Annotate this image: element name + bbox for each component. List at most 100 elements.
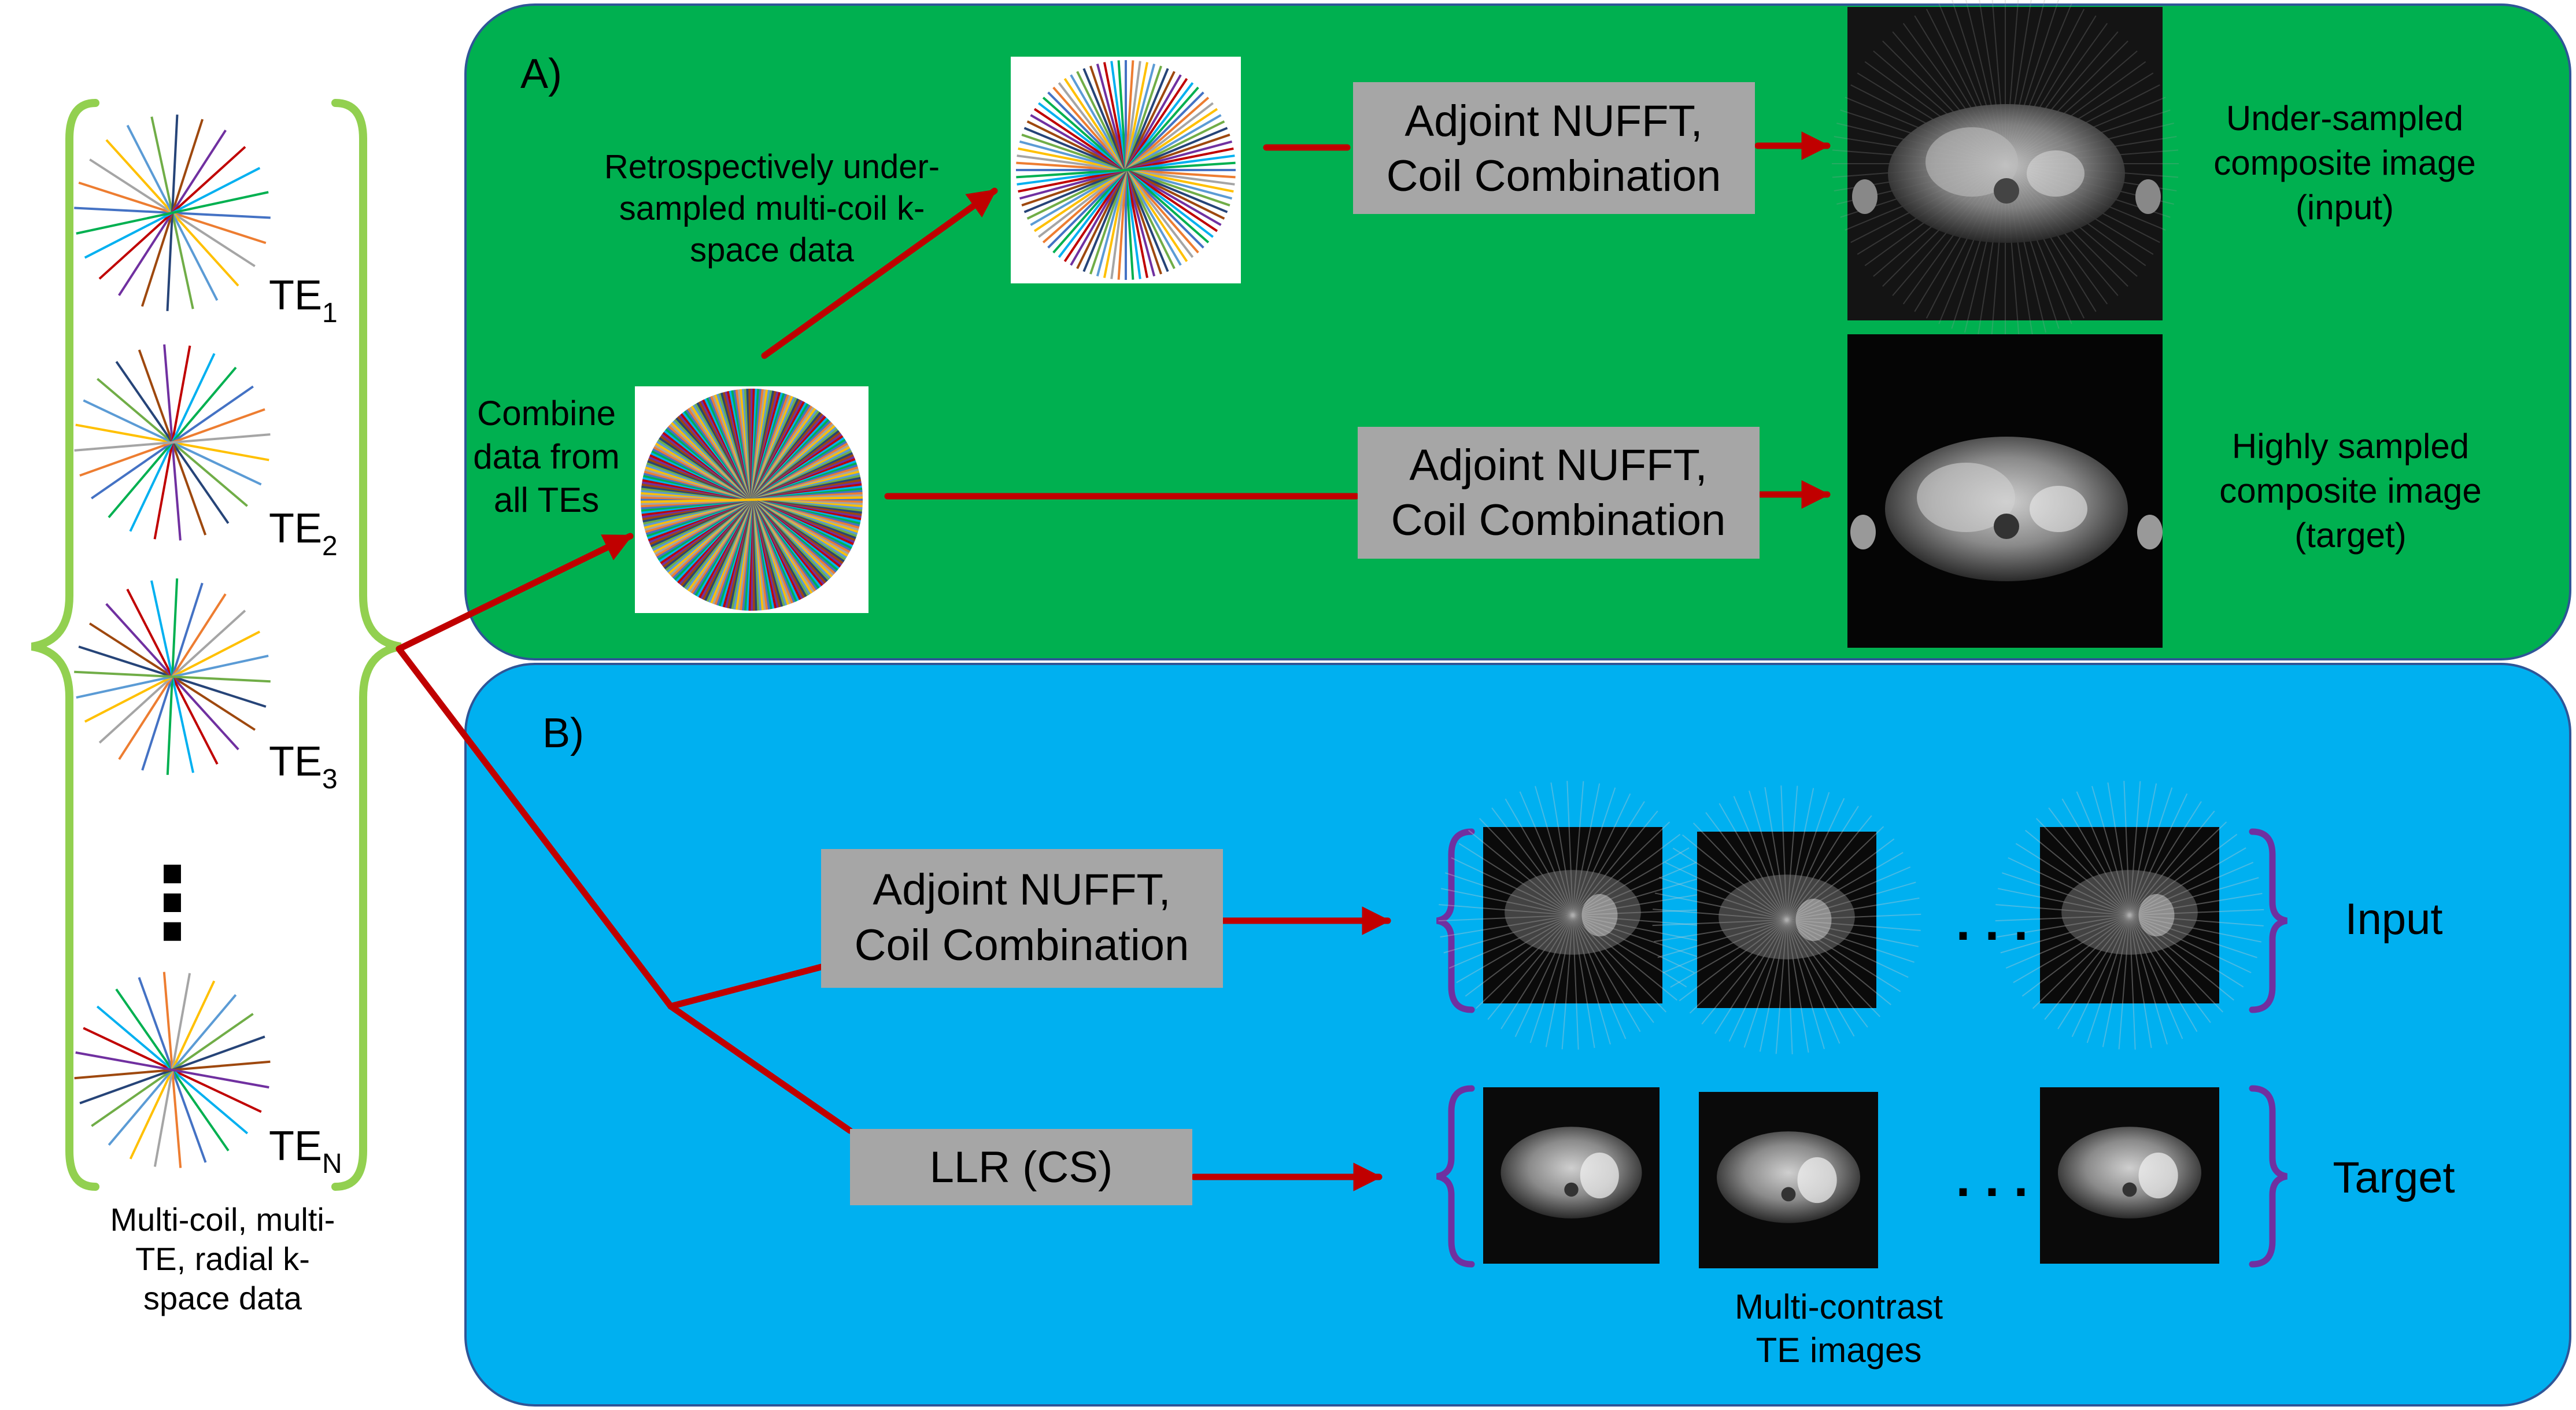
streak-line [2000, 877, 2259, 954]
te-label-1: TE1 [269, 272, 338, 328]
streak-line [1458, 843, 1687, 988]
left-caption-line-3: space data [143, 1280, 302, 1316]
streak-line [2025, 829, 2234, 1001]
branch-to-nufft-b [667, 964, 825, 1010]
streak-line [1468, 829, 1677, 1001]
streak-line [1997, 892, 2263, 938]
streak-line [1714, 806, 1859, 1034]
input-te-image-n [1995, 781, 2264, 1050]
streak-line [1995, 904, 2264, 927]
streak-line [1653, 909, 1921, 931]
input-te-images [1438, 781, 2264, 1054]
target-ellipsis: . . . [1956, 1150, 2028, 1208]
undersampled-kspace-image [1016, 60, 1236, 280]
streak-line [1705, 812, 1868, 1028]
input-te-image-1 [1438, 781, 1708, 1050]
kspace-spoke [640, 496, 863, 503]
arrow-to-undersampled-kspace [761, 187, 998, 359]
te-label-3: TE3 [269, 739, 338, 795]
streak-line [1652, 913, 1921, 927]
kspace-spoke [74, 433, 271, 452]
caption-high-line-3: (target) [2294, 516, 2406, 555]
streak-line [1487, 810, 1658, 1020]
te-label-1-sub: 1 [322, 298, 338, 328]
nufft-box-high [1358, 427, 1760, 559]
streak-line [1749, 790, 1825, 1050]
streak-line [1451, 857, 1695, 973]
streak-line [1718, 803, 1855, 1037]
left-curly-brace [31, 99, 402, 1191]
undersampled-composite-image [1832, 0, 2179, 337]
streak-line [1759, 788, 1814, 1052]
te-label-3-sub: 3 [322, 764, 338, 795]
panel-b-caption-line-2: TE images [1756, 1331, 1922, 1370]
streak-line [1439, 904, 1707, 927]
panel-a-label: A) [520, 51, 562, 97]
target-te-images [1483, 1087, 2219, 1268]
caption-under-line-3: (input) [2296, 188, 2394, 227]
caption-under-line-1: Under-sampled [2226, 99, 2463, 138]
nufft-box-under-line-2: Coil Combination [1387, 152, 1721, 201]
te-label-2-sub: 2 [322, 531, 338, 562]
streak-line [2086, 787, 2173, 1043]
branch-to-llr [667, 1003, 853, 1134]
streak-line [1545, 783, 1601, 1047]
caption-under-line-2: composite image [2213, 143, 2476, 182]
streak-line [1456, 847, 1690, 983]
streak-line [2013, 847, 2246, 983]
streak-line [1995, 909, 2264, 922]
kspace-spoke [74, 670, 271, 683]
streak-line [1654, 892, 1919, 947]
streak-line [2123, 781, 2136, 1050]
streak-line [2048, 807, 2211, 1023]
streak-line [1479, 818, 1667, 1013]
streak-line [1733, 796, 1840, 1044]
llr-box [850, 1129, 1192, 1205]
streak-line [2002, 872, 2257, 958]
streak-line [1448, 862, 1697, 969]
streak-line [1743, 792, 1830, 1048]
left-caption-line-2: TE, radial k- [135, 1241, 310, 1277]
retro-text-line-2: sampled multi-coil k- [619, 190, 925, 227]
streak-line [1440, 888, 1705, 943]
target-te-image-1 [1483, 1087, 1660, 1264]
target-te-image-n [2040, 1087, 2219, 1264]
te-label-2: TE2 [269, 505, 338, 562]
line-to-panel-b-branch [396, 645, 674, 1010]
streak-line [1665, 862, 1909, 978]
streak-line [1689, 826, 1884, 1014]
streak-line [1997, 888, 2262, 943]
caption-high-line-1: Highly sampled [2232, 427, 2469, 466]
kspace-spoke [75, 1051, 269, 1089]
streak-line [1445, 872, 1701, 958]
streak-line [1440, 892, 1706, 938]
streak-line [1662, 866, 1911, 973]
streak-line [1514, 793, 1631, 1038]
input-ellipsis: . . . [1956, 894, 2028, 951]
nufft-box-high-line-2: Coil Combination [1391, 496, 1726, 545]
target-left-brace [1436, 1085, 1475, 1268]
nufft-box-b-line-2: Coil Combination [855, 921, 1189, 970]
panel-b-caption-line-1: Multi-contrast [1735, 1287, 1943, 1326]
combine-text-line-1: Combine [477, 394, 616, 433]
target-right-brace [2249, 1085, 2288, 1268]
row-target-label: Target [2333, 1153, 2455, 1202]
te-label-n-sub: N [322, 1149, 342, 1179]
left-caption-line-1: Multi-coil, multi- [110, 1201, 335, 1238]
streak-line [1728, 798, 1845, 1042]
streak-line [1475, 821, 1670, 1009]
target-te-image-2 [1699, 1092, 1878, 1268]
streak-line [1491, 807, 1654, 1023]
llr-box-label: LLR (CS) [930, 1143, 1113, 1192]
streak-line [1780, 785, 1793, 1054]
connector-lines [396, 131, 1831, 1191]
streak-line [1679, 838, 1895, 1002]
nufft-box-b [821, 849, 1223, 988]
streak-line [1654, 897, 1920, 943]
streak-line [2005, 862, 2254, 969]
streak-line [1505, 798, 1641, 1032]
streak-line [2035, 818, 2224, 1013]
input-te-image-2 [1652, 785, 1921, 1054]
streak-line [1692, 822, 1881, 1017]
